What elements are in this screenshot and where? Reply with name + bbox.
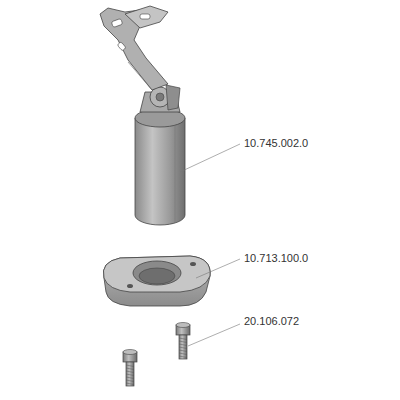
screw-thread — [126, 365, 134, 367]
part-number: 20.106.072 — [243, 315, 300, 328]
screw-thread — [179, 344, 187, 346]
screw-thread — [126, 371, 134, 373]
screw-thread — [179, 353, 187, 355]
screw-thread — [179, 338, 187, 340]
base-flange — [103, 256, 210, 306]
screw-thread — [126, 383, 134, 385]
screw-thread — [179, 347, 187, 349]
screw-thread — [179, 350, 187, 352]
screw-thread — [126, 380, 134, 382]
screw — [123, 323, 190, 387]
screw-thread — [179, 341, 187, 343]
screw-thread — [179, 356, 187, 358]
screw-thread — [126, 368, 134, 370]
leader-line — [180, 144, 240, 346]
part-number: 10.745.002.0 — [243, 137, 309, 150]
rod-holder — [100, 6, 185, 225]
screw-thread — [126, 377, 134, 379]
screw-thread — [126, 374, 134, 376]
part-number: 10.713.100.0 — [243, 252, 309, 265]
